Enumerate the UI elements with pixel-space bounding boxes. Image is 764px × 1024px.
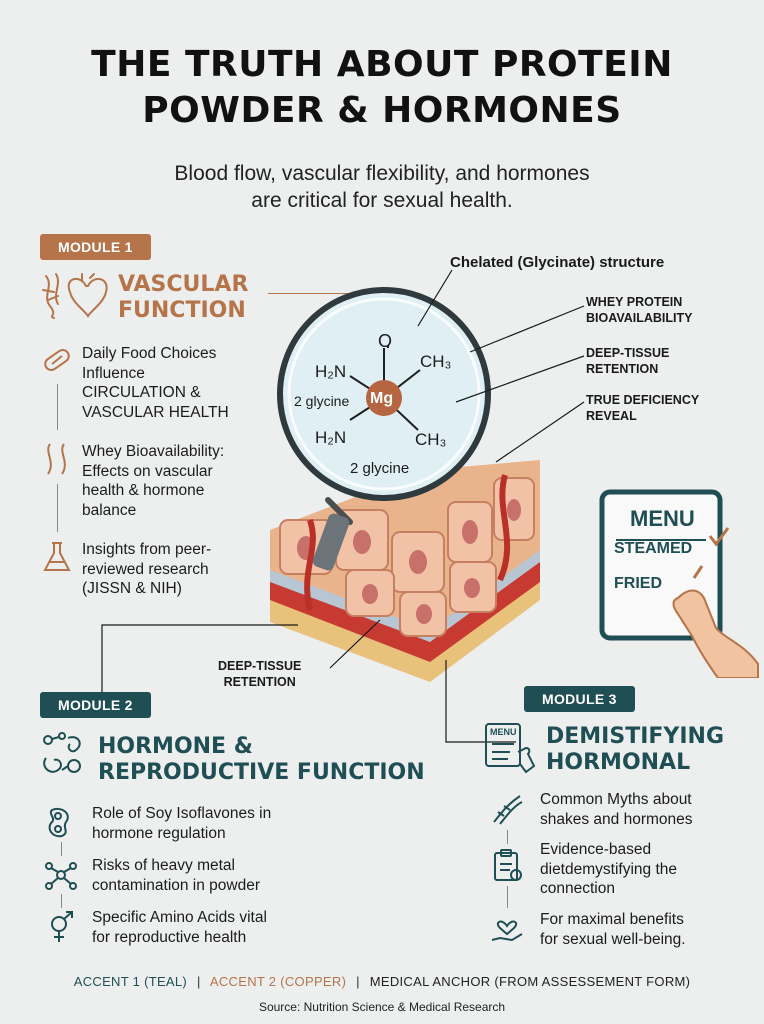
legend-anchor: MEDICAL ANCHOR (FROM ASSESSEMENT FORM) (369, 974, 691, 989)
menu-item-fried: FRIED (614, 575, 662, 592)
tissue-block (270, 460, 540, 682)
source-note: Source: Nutrition Science & Medical Rese… (258, 1000, 506, 1014)
menu-item-steamed: STEAMED (614, 540, 693, 557)
vessel-icon (493, 795, 523, 825)
molecule-ch3-bottom: CH₃ (415, 430, 447, 449)
menu-hand-icon (485, 723, 536, 774)
module2-title: HORMONE & REPRODUCTIVE FUNCTION (98, 734, 425, 785)
module2-item-3: Specific Amino Acids vital for reproduct… (92, 909, 267, 946)
module1-connector (268, 293, 358, 294)
module2-timeline (61, 842, 62, 856)
legend-accent1: ACCENT 1 (TEAL) (73, 974, 188, 989)
molecule-ch3-top: CH₃ (420, 352, 452, 371)
module2-timeline-2 (61, 894, 62, 908)
module2-item-1: Role of Soy Isoflavones in hormone regul… (92, 805, 272, 842)
magnesium-atom (366, 380, 402, 416)
legend-accent2: ACCENT 2 (COPPER) (209, 974, 347, 989)
legend-separator-1: | (196, 974, 201, 989)
page-subtitle: Blood flow, vascular flexibility, and ho… (174, 162, 590, 212)
callout-deep-tissue: DEEP-TISSUE RETENTION (586, 346, 670, 376)
module1-badge: MODULE 1 (40, 234, 151, 260)
molecule-network-icon (45, 862, 77, 890)
callout-bottom-deep-tissue: DEEP-TISSUE RETENTION (218, 659, 302, 689)
module3-item-1: Common Myths about shakes and hormones (540, 791, 693, 828)
chelated-label: Chelated (Glycinate) structure (450, 254, 665, 271)
heart-hand-icon (491, 920, 523, 942)
menu-tablet-illustration (599, 489, 759, 678)
module1-timeline-2 (57, 484, 58, 532)
flask-icon (43, 542, 71, 571)
module1-item-3: Insights from peer- reviewed research (J… (82, 541, 212, 597)
vessel-wave-icon (47, 443, 66, 475)
hormone-molecules-icon (43, 732, 81, 773)
module3-badge: MODULE 3 (524, 686, 635, 712)
vascular-heart-icon (42, 273, 108, 319)
module3-item-3: For maximal benefits for sexual well-bei… (540, 911, 686, 948)
callout-whey: WHEY PROTEIN BIOAVAILABILITY (586, 295, 693, 325)
module3-timeline (507, 830, 508, 844)
module2-item-2: Risks of heavy metal contamination in po… (92, 857, 261, 894)
module3-timeline-2 (507, 886, 508, 908)
module1-title: VASCULAR FUNCTION (118, 272, 249, 323)
module1-timeline (57, 384, 58, 430)
molecule-glycine-left: 2 glycine (294, 393, 350, 409)
gender-symbol-icon (51, 911, 73, 942)
callout-deficiency: TRUE DEFICIENCY REVEAL (586, 393, 700, 423)
molecule-o: O (378, 331, 393, 351)
molecule-glycine-bottom: 2 glycine (350, 460, 410, 477)
molecule-mg: Mg (370, 390, 394, 407)
module3-title: DEMISTIFYING HORMONAL (546, 724, 725, 775)
food-capsule-icon (44, 348, 70, 372)
page-title: THE TRUTH ABOUT PROTEIN POWDER & HORMONE… (91, 44, 673, 131)
clipboard-icon (494, 849, 522, 881)
molecule-h2n-top: H₂N (315, 362, 347, 381)
module1-item-2: Whey Bioavailability: Effects on vascula… (82, 443, 225, 519)
module2-badge: MODULE 2 (40, 692, 151, 718)
soybean-icon (48, 808, 69, 838)
color-legend: ACCENT 1 (TEAL) | ACCENT 2 (COPPER) | ME… (0, 974, 764, 989)
module3-item-2: Evidence-based dietdemystifying the conn… (540, 841, 677, 897)
molecule-h2n-bottom: H₂N (315, 428, 347, 447)
menu-icon-label: MENU (490, 727, 517, 737)
module1-item-1: Daily Food Choices Influence CIRCULATION… (82, 345, 229, 421)
tissue-magnifier-illustration (270, 287, 540, 682)
menu-card-title: MENU (630, 506, 695, 531)
legend-separator-2: | (356, 974, 360, 989)
